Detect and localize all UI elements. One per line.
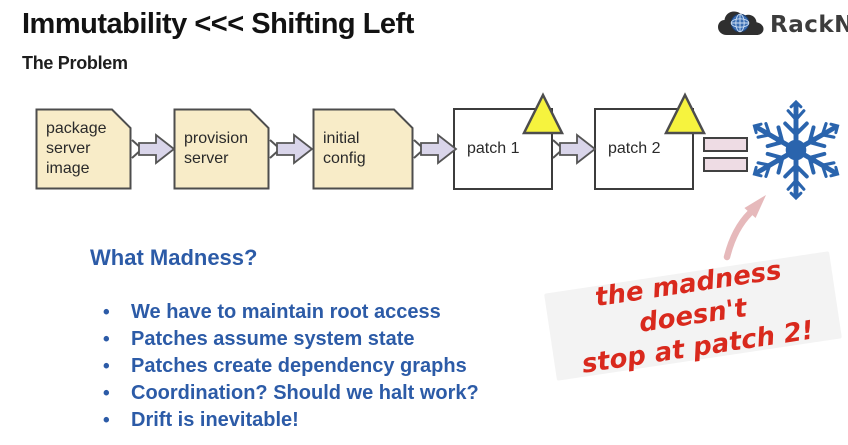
bullet-dot: •	[103, 383, 110, 404]
flow-node-provision-server: provision server	[173, 108, 270, 190]
slide-subtitle: The Problem	[22, 53, 128, 73]
bullet-dot: •	[103, 410, 110, 431]
flow-arrow-icon	[550, 131, 598, 172]
logo-text: RackN	[770, 12, 848, 38]
flow-arrow-icon	[267, 131, 315, 172]
equals-icon	[703, 137, 748, 172]
node-label: package server image	[46, 120, 107, 177]
bullet-dot: •	[103, 302, 110, 323]
list-item: • Coordination? Should we halt work?	[101, 380, 479, 407]
bullet-text: Coordination? Should we halt work?	[131, 382, 479, 404]
node-label: patch 2	[608, 140, 661, 157]
bullet-dot: •	[103, 329, 110, 350]
annotation-text: the madness doesn't stop at patch 2!	[579, 255, 816, 380]
flow-arrow-icon	[129, 131, 177, 172]
node-label: provision server	[184, 130, 249, 167]
warning-triangle-icon	[521, 92, 565, 141]
pink-arrow-icon	[700, 183, 780, 270]
list-item: • We have to maintain root access	[101, 299, 479, 326]
list-item: • Patches create dependency graphs	[101, 353, 479, 380]
bullet-text: We have to maintain root access	[131, 301, 441, 323]
bullet-text: Patches assume system state	[131, 328, 415, 350]
page-title: Immutability <<< Shifting Left	[22, 8, 414, 40]
bullet-text: Patches create dependency graphs	[131, 355, 467, 377]
rackn-logo: RackN	[716, 7, 848, 43]
flow-arrow-icon	[411, 131, 459, 172]
list-item: • Drift is inevitable!	[101, 407, 479, 434]
annotation-note: the madness doesn't stop at patch 2!	[544, 251, 842, 381]
node-label: patch 1	[467, 140, 520, 157]
flow-node-package-server-image: package server image	[35, 108, 132, 190]
bullet-text: Drift is inevitable!	[131, 409, 299, 431]
snowflake-icon	[743, 96, 848, 209]
warning-triangle-icon	[663, 92, 707, 141]
bullet-dot: •	[103, 356, 110, 377]
bullet-list: • We have to maintain root access • Patche…	[101, 299, 479, 434]
list-item: • Patches assume system state	[101, 326, 479, 353]
flow-node-initial-config: initial config	[312, 108, 414, 190]
cloud-globe-icon	[716, 7, 766, 43]
section-heading: What Madness?	[90, 245, 258, 270]
node-label: initial config	[323, 130, 366, 167]
